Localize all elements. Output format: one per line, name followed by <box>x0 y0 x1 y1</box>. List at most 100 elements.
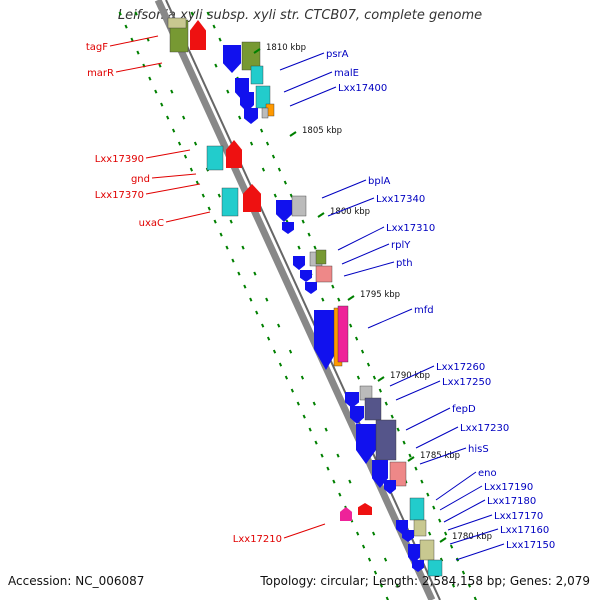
tick-mark <box>338 492 342 497</box>
gene-label-right: malE <box>334 68 359 79</box>
tick-mark <box>171 128 176 133</box>
tick-mark <box>253 271 257 276</box>
tick-mark <box>206 11 210 16</box>
tick-mark <box>324 427 328 432</box>
tick-mark <box>193 141 198 146</box>
tick-mark <box>130 37 134 42</box>
gene-label-right: Lxx17190 <box>484 482 533 493</box>
tick-mark <box>189 167 194 172</box>
tick-mark <box>383 557 388 562</box>
tick-mark <box>225 245 229 250</box>
tick-mark <box>271 154 276 159</box>
kbp-label: 1785 kbp <box>420 451 460 461</box>
gene-label-right: Lxx17400 <box>338 83 387 94</box>
tick-mark <box>283 180 287 185</box>
tick-mark <box>428 531 432 536</box>
tick-mark <box>273 193 277 198</box>
gene-leader-line <box>435 471 477 501</box>
tick-mark <box>182 115 186 120</box>
gene-label-right: Lxx17340 <box>376 194 425 205</box>
gene-leader-line <box>389 365 435 387</box>
gene-leader-line <box>405 407 451 431</box>
gene-label-right: hisS <box>468 444 489 455</box>
gene-block <box>221 187 239 217</box>
tick-mark <box>438 518 442 523</box>
genome-summary-text: Topology: circular; Length: 2,584,158 bp… <box>260 574 590 588</box>
gene-arrow <box>340 507 352 521</box>
gene-leader-line <box>109 35 159 47</box>
tick-mark <box>332 479 336 484</box>
gene-block <box>206 145 224 171</box>
tick-mark <box>461 570 466 575</box>
tick-mark <box>195 180 199 185</box>
kbp-tick <box>289 131 297 137</box>
gene-block <box>419 539 435 561</box>
kbp-tick <box>347 295 355 301</box>
kbp-label: 1790 kbp <box>390 371 430 381</box>
gene-label-left: uxaC <box>139 218 164 229</box>
gene-leader-line <box>145 149 191 159</box>
gene-label-left: Lxx17370 <box>95 190 144 201</box>
gene-leader-line <box>283 523 326 539</box>
gene-arrow <box>243 184 261 212</box>
gene-label-left: gnd <box>131 174 150 185</box>
kbp-label: 1805 kbp <box>302 126 342 136</box>
gene-label-left: tagF <box>86 42 108 53</box>
gene-arrow <box>408 544 420 564</box>
gene-arrow <box>190 20 206 50</box>
gene-label-right: mfd <box>414 305 434 316</box>
tick-mark <box>158 63 162 68</box>
gene-label-left: marR <box>87 68 114 79</box>
tick-mark <box>336 453 340 458</box>
tick-mark <box>331 284 335 289</box>
tick-mark <box>288 349 293 354</box>
kbp-label: 1800 kbp <box>330 207 370 217</box>
kbp-label: 1810 kbp <box>266 43 306 53</box>
gene-arrow <box>293 256 305 270</box>
tick-mark <box>278 362 283 367</box>
gene-arrow <box>314 310 338 370</box>
tick-mark <box>320 453 324 458</box>
left-track <box>118 11 389 600</box>
tick-mark <box>290 388 294 393</box>
tick-mark <box>229 219 233 224</box>
gene-label-left: Lxx17390 <box>95 154 144 165</box>
tick-mark <box>160 102 164 107</box>
gene-leader-line <box>419 447 467 465</box>
gene-label-right: Lxx17310 <box>386 223 435 234</box>
gene-label-right: Lxx17230 <box>460 423 509 434</box>
tick-mark <box>356 531 360 536</box>
tick-mark <box>166 115 170 120</box>
gene-block <box>315 265 333 283</box>
tick-mark <box>426 492 430 497</box>
tick-mark <box>201 193 205 198</box>
gene-leader-line <box>439 485 483 511</box>
kbp-tick <box>377 376 385 382</box>
tick-mark <box>296 401 300 406</box>
tick-mark <box>366 362 371 367</box>
tick-mark <box>170 89 174 94</box>
gene-leader-line <box>443 499 486 523</box>
tick-mark <box>372 375 377 380</box>
gene-leader-line <box>283 71 333 93</box>
tick-mark <box>378 388 382 393</box>
tick-mark <box>314 440 318 445</box>
tick-mark <box>213 219 217 224</box>
gene-leader-line <box>449 528 499 545</box>
tick-mark <box>354 336 359 341</box>
gene-arrow <box>282 222 294 234</box>
backbone-shadow <box>165 0 441 600</box>
tick-mark <box>207 206 211 211</box>
gene-block <box>364 397 382 421</box>
gene-arrow <box>384 480 396 494</box>
tick-mark <box>238 115 242 120</box>
tick-mark <box>219 232 223 237</box>
tick-mark <box>249 141 254 146</box>
kbp-tick <box>407 456 415 462</box>
tick-mark <box>300 375 305 380</box>
gene-arrow <box>345 392 359 408</box>
tick-mark <box>402 440 406 445</box>
tick-mark <box>367 557 372 562</box>
gene-block <box>427 559 443 577</box>
gene-leader-line <box>343 261 395 277</box>
